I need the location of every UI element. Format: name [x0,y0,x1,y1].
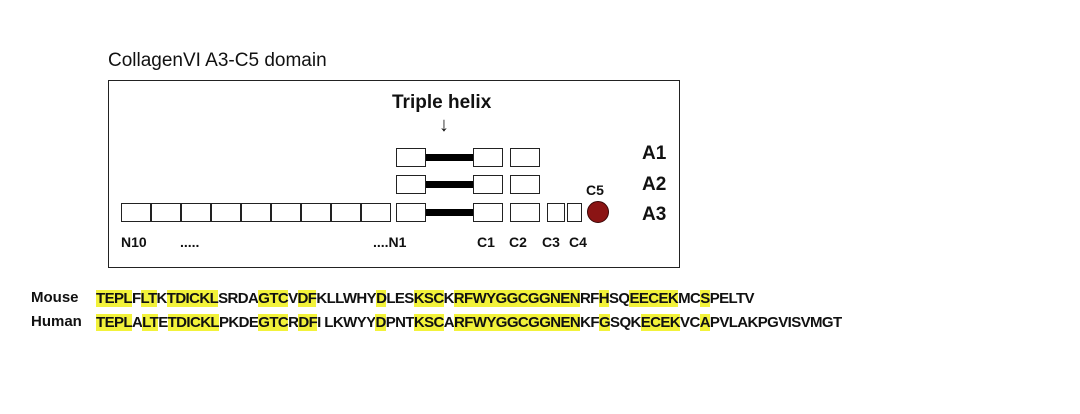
conserved-residues-mouse: TEPL [96,290,133,307]
a3-n-domain-box [271,203,301,222]
species-label-human: Human [31,313,82,330]
a3-c2-domain-box [510,203,540,222]
residues-mouse: SRDA [218,290,259,307]
a3-n-domain-box [361,203,391,222]
conserved-residues-mouse: S [700,290,710,307]
a1-domain-box [510,148,540,167]
conserved-residues-human: GTC [258,314,289,331]
mouse-sequence: TEPLFLTKTDICKLSRDAGTCVDFKLLWHYDLESKSCKRF… [96,290,755,307]
conserved-residues-mouse: D [376,290,387,307]
residues-human: VC [680,314,700,331]
a2-domain-box [396,175,426,194]
chain-label-a2: A2 [642,174,667,195]
conserved-residues-mouse: LT [140,290,157,307]
residues-human: R [288,314,299,331]
label-n1: ....N1 [373,234,407,250]
conserved-residues-human: G [598,314,611,331]
a3-n-domain-box [396,203,426,222]
residues-mouse: RF [579,290,599,307]
conserved-residues-human: ECEK [640,314,681,331]
label-c4: C4 [569,234,587,250]
chain-label-a3: A3 [642,204,667,225]
residues-human: KF [580,314,599,331]
residues-mouse: K [156,290,168,307]
residues-human: PVLAKPGVISVMGT [709,314,842,331]
residues-human: E [158,314,168,331]
residues-human: A [443,314,455,331]
a3-n-domain-box [181,203,211,222]
conserved-residues-human: TEPL [96,314,133,331]
a1-triple-helix-bar [426,154,473,161]
residues-human: PKDE [218,314,259,331]
conserved-residues-human: DF [298,314,318,331]
residues-mouse: PELTV [709,290,755,307]
a3-c4-domain-box [567,203,582,222]
label-c2: C2 [509,234,527,250]
residues-mouse: MC [678,290,701,307]
residues-mouse: LES [386,290,414,307]
a2-domain-box [473,175,503,194]
a3-triple-helix-bar [426,209,473,216]
residues-human: A [131,314,143,331]
c5-label: C5 [586,182,604,198]
conserved-residues-mouse: KSC [413,290,444,307]
label-n10: N10 [121,234,147,250]
a3-n-domain-box [301,203,331,222]
domain-diagram-frame [108,80,680,268]
conserved-residues-human: TDICKL [167,314,220,331]
conserved-residues-human: KSC [413,314,444,331]
residues-human: I LKWYY [317,314,376,331]
conserved-residues-human: D [375,314,386,331]
residues-human: SQK [610,314,641,331]
conserved-residues-mouse: H [598,290,610,307]
triple-helix-label: Triple helix [392,92,492,113]
conserved-residues-human: RFWYGGCGGNEN [454,314,581,331]
residues-mouse: F [131,290,141,307]
chain-label-a1: A1 [642,143,667,164]
a3-n-domain-box [151,203,181,222]
conserved-residues-human: LT [142,314,159,331]
label-c3: C3 [542,234,560,250]
residues-mouse: K [443,290,455,307]
conserved-residues-mouse: DF [297,290,317,307]
residues-mouse: SQ [608,290,630,307]
residues-mouse: V [288,290,298,307]
a2-domain-box [510,175,540,194]
residues-human: PNT [385,314,415,331]
a1-domain-box [473,148,503,167]
down-arrow-icon: ↓ [439,114,449,136]
a1-domain-box [396,148,426,167]
a3-n-domain-box [121,203,151,222]
figure-title: CollagenVI A3-C5 domain [108,50,327,71]
human-sequence: TEPLALTETDICKLPKDEGTCRDFI LKWYYDPNTKSCAR… [96,314,842,331]
a2-triple-helix-bar [426,181,473,188]
conserved-residues-mouse: RFWYGGCGGNEN [453,290,581,307]
a3-n-domain-box [331,203,361,222]
conserved-residues-mouse: GTC [258,290,289,307]
conserved-residues-mouse: EECEK [629,290,679,307]
a3-c3-domain-box [547,203,565,222]
a3-c1-domain-box [473,203,503,222]
a3-n-domain-box [211,203,241,222]
residues-mouse: KLLWHY [316,290,377,307]
c5-domain-circle [587,201,609,223]
label-c1: C1 [477,234,495,250]
conserved-residues-mouse: TDICKL [166,290,219,307]
a3-n-domain-box [241,203,271,222]
species-label-mouse: Mouse [31,289,79,306]
label-dots: ..... [180,234,200,250]
conserved-residues-human: A [699,314,711,331]
